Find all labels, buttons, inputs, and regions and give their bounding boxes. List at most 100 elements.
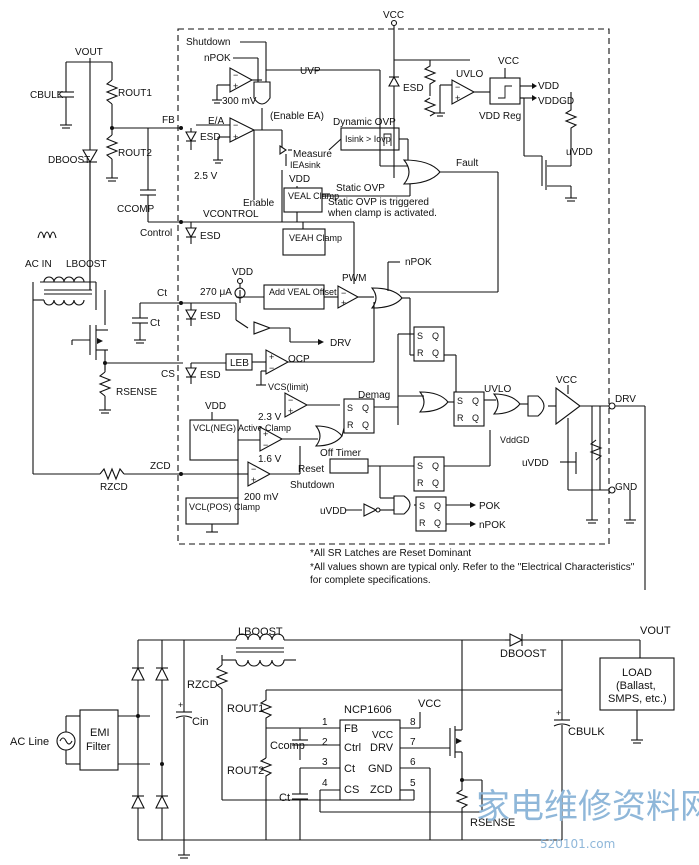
bridge-diode-4 [155, 794, 169, 809]
fault-or-gate [402, 159, 441, 185]
veah-clamp-text: VEAH Clamp [289, 233, 342, 243]
svg-text:R: R [457, 413, 464, 423]
rout2-bottom-label: ROUT2 [227, 765, 264, 777]
cs-pin-label: CS [161, 369, 175, 380]
drv-and-gate [527, 395, 545, 417]
cin-label: Cin [192, 716, 209, 728]
svg-text:+: + [263, 429, 268, 439]
vcontrol-label: VCONTROL [203, 209, 259, 220]
vcl-neg-active-clamp [189, 419, 239, 461]
svg-text:Q: Q [472, 413, 479, 423]
demag-comparator-2 [259, 426, 284, 452]
filter-label: Filter [86, 741, 111, 753]
svg-text:+: + [288, 406, 293, 416]
svg-text:S: S [347, 403, 353, 413]
esd-fb [185, 128, 197, 150]
ocp-label: OCP [288, 354, 310, 365]
vdd-reg-label: VDD Reg [479, 111, 521, 122]
vddgd-label: VDDGD [538, 96, 574, 107]
vdd-out-label: VDD [538, 81, 559, 92]
svg-text:6: 6 [410, 757, 416, 768]
uvlo-or-gate [492, 393, 521, 415]
vout-label: VOUT [75, 47, 103, 58]
bridge-diode-1 [131, 666, 145, 681]
1v6-label: 1.6 V [258, 454, 282, 465]
veal-clamp-block [283, 187, 323, 213]
svg-text:S: S [417, 331, 423, 341]
esd-ct [185, 303, 197, 326]
lboost-bottom-inductor [235, 633, 285, 641]
emi-label: EMI [90, 727, 110, 739]
svg-text:CS: CS [344, 784, 359, 796]
svg-text:2: 2 [322, 737, 328, 748]
esd-cs [185, 363, 197, 384]
uvlo-comparator [451, 79, 476, 105]
vcs-limit-label: VCS(limit) [268, 382, 309, 392]
vddgd2-label: VddGD [500, 435, 530, 445]
vdd-label-ct: VDD [232, 267, 253, 278]
drv-or-gate [418, 391, 449, 413]
npok-out-label: nPOK [479, 520, 506, 531]
chip-pins-right: 8 VCC 7 DRV 6 GND 5 ZCD [368, 717, 416, 796]
svg-text:FB: FB [344, 723, 358, 735]
note-2: *All values shown are typical only. Refe… [310, 562, 635, 573]
svg-text:DRV: DRV [370, 742, 394, 754]
uvdd-driver-label: uVDD [522, 458, 549, 469]
pwm-comparator [337, 285, 360, 309]
fault-label: Fault [456, 158, 478, 169]
svg-text:−: − [341, 288, 346, 298]
ac-in-label: AC IN [25, 259, 52, 270]
esd-label-vcc: ESD [403, 83, 424, 94]
svg-text:Ct: Ct [344, 763, 355, 775]
ocp-comparator [265, 349, 290, 375]
drv-buffer [253, 321, 272, 335]
pwm-label: PWM [342, 273, 366, 284]
error-amplifier [229, 117, 256, 143]
svg-text:ZCD: ZCD [370, 784, 393, 796]
static-ovp-label: Static OVP [336, 183, 385, 194]
esd-label-control: ESD [200, 231, 221, 242]
svg-text:R: R [417, 478, 424, 488]
lboost-bottom-label: LBOOST [238, 626, 283, 638]
ac-line-label: AC Line [10, 736, 49, 748]
chip-name-label: NCP1606 [344, 704, 392, 716]
rzcd-label: RZCD [100, 482, 128, 493]
svg-text:+: + [556, 708, 561, 718]
uvlo2-label: UVLO [484, 384, 511, 395]
uvdd-label: uVDD [566, 147, 593, 158]
enable-ea-label: (Enable EA) [270, 111, 324, 122]
uvdd-pok-label: uVDD [320, 506, 347, 517]
svg-text:−: − [269, 363, 274, 373]
watermark-text: 家电维修资料网 [476, 787, 699, 827]
rsense-label: RSENSE [116, 387, 157, 398]
veal-clamp-text: VEAL Clamp [288, 191, 339, 201]
vdd-label-veal: VDD [289, 174, 310, 185]
svg-text:+: + [341, 298, 346, 308]
esd-label-cs: ESD [200, 370, 221, 381]
svg-text:S: S [457, 396, 463, 406]
off-timer-block [329, 458, 369, 474]
veah-clamp-block [282, 228, 326, 256]
svg-text:−: − [233, 70, 238, 80]
uvlo-label: UVLO [456, 69, 483, 80]
svg-text:−: − [263, 440, 268, 450]
svg-text:Q: Q [434, 518, 441, 528]
rout2-label: ROUT2 [118, 148, 152, 159]
svg-text:Ctrl: Ctrl [344, 742, 361, 754]
pok-out-label: POK [479, 501, 500, 512]
dboost-label: DBOOST [48, 155, 90, 166]
dboost-bottom-label: DBOOST [500, 648, 547, 660]
add-veal-offset-text: Add VEAL Offset [269, 287, 337, 297]
ccomp-label: CCOMP [117, 204, 155, 215]
svg-text:Q: Q [432, 331, 439, 341]
2v3-label: 2.3 V [258, 412, 282, 423]
output-driver [555, 386, 581, 426]
enable-or-gate [253, 81, 271, 105]
leb-label: LEB [230, 358, 249, 369]
ieasink-label: IEAsink [290, 160, 321, 170]
svg-text:1: 1 [322, 717, 328, 728]
svg-text:−: − [251, 464, 256, 474]
